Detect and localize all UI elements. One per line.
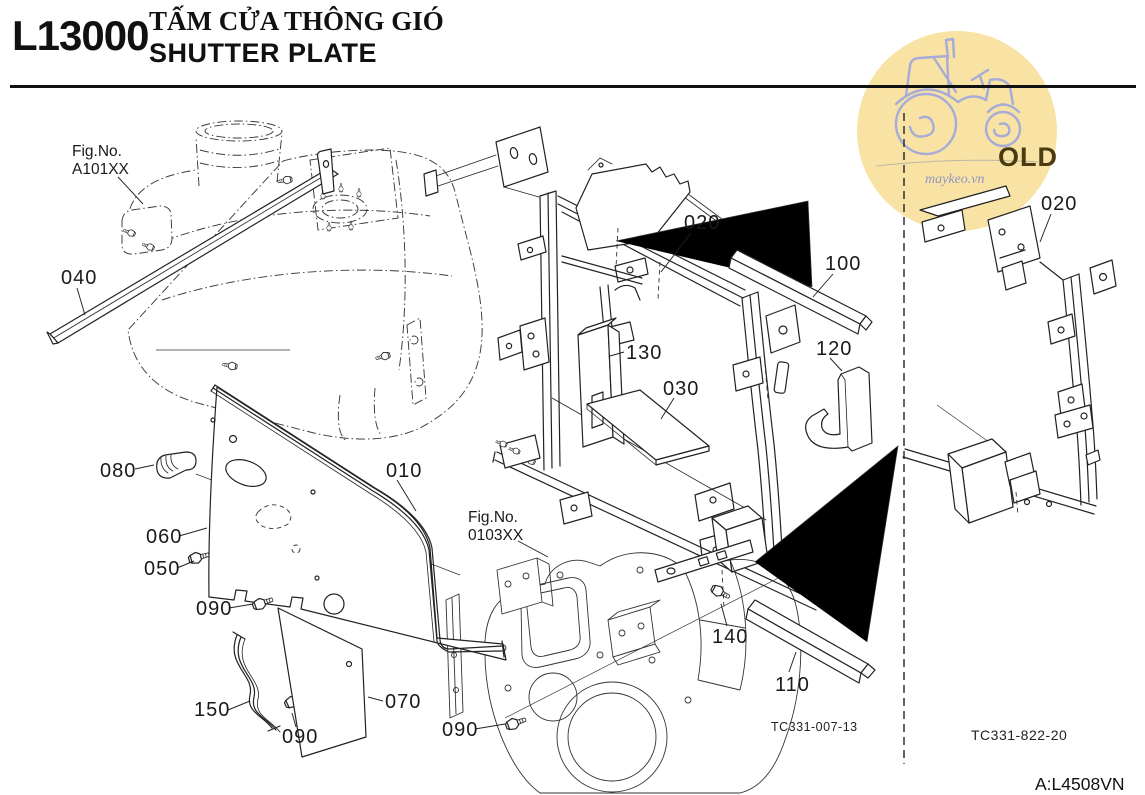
figure-ref-0103xx: Fig.No. 0103XX [468,509,549,558]
part-label-090: 090 [196,598,232,620]
part-label-090: 090 [282,726,318,748]
figure-ref-leader [517,540,549,558]
plate-070 [277,607,367,758]
watermark-old-text: OLD [998,142,1058,172]
drawing-code-right: TC331-822-20 [971,727,1067,743]
leader-line-030 [660,397,675,420]
bar-100 [615,200,873,335]
drawing-code-left: TC331-007-13 [771,720,858,734]
fuel-tank-reference [121,120,483,441]
figure-ref-leader [117,176,144,205]
figure-ref-line1: Fig.No. [468,509,518,526]
page-title-english: SHUTTER PLATE [149,38,377,68]
part-label-150: 150 [194,699,230,721]
leader-line-100 [812,273,834,298]
leader-line-070 [367,696,384,702]
part-label-080: 080 [100,460,136,482]
part-label-050: 050 [144,558,180,580]
hook-120 [805,366,873,452]
header-rule [10,85,1136,88]
leader-line-090 [474,723,506,730]
leader-line-020 [660,232,692,273]
plate-030 [586,389,710,466]
mount-strip-140 [654,539,754,603]
plate-130 [577,317,625,448]
part-label-020: 020 [684,212,720,234]
part-label-120: 120 [816,338,852,360]
shutter-plate-010 [208,386,507,661]
rubber-080 [156,451,197,479]
bolt-140 [708,582,733,603]
section-code: L13000 [12,12,149,59]
part-label-130: 130 [626,342,662,364]
watermark-site-text: maykeo.vn [925,172,984,187]
engine-reference [195,473,873,794]
part-label-010: 010 [386,460,422,482]
part-label-040: 040 [61,267,97,289]
leader-line-130 [609,351,625,357]
leader-line-060 [178,527,208,537]
doc-code: A:L4508VN [1035,774,1125,794]
leader-line-120 [829,357,843,372]
frame-assembly-020 [492,157,819,611]
figure-ref-line1: Fig.No. [72,143,122,160]
figure-ref-line2: A101XX [72,161,130,178]
bar-040 [46,148,339,345]
part-label-100: 100 [825,253,861,275]
part-label-070: 070 [385,691,421,713]
leader-line-020 [1039,213,1052,243]
leader-line-010 [396,479,417,512]
leader-line-040 [76,287,86,316]
frame-corner-bracket [423,126,549,198]
page-title-vietnamese: TẤM CỬA THÔNG GIÓ [149,6,444,36]
old-frame-020 [902,185,1117,524]
part-label-110: 110 [775,674,810,696]
leader-line-150 [227,700,251,711]
leader-line-050 [176,560,195,569]
leader-line-080 [134,464,155,470]
figure-ref-line2: 0103XX [468,527,524,544]
leader-line-090 [291,712,297,728]
leader-line-110 [788,651,797,673]
screw-050 [187,548,212,566]
part-label-030: 030 [663,378,699,400]
part-label-020: 020 [1041,193,1077,215]
leader-line-140 [720,603,728,627]
leader-line-090 [228,603,254,609]
watermark-ground-line [875,159,1039,167]
part-label-140: 140 [712,626,748,648]
part-label-090: 090 [442,719,478,741]
figure-ref-a101xx: Fig.No. A101XX [72,143,144,205]
watermark: OLD maykeo.vn [857,31,1058,231]
strip-150 [232,631,281,733]
bar-110 [745,445,899,684]
trim-060 [210,384,505,658]
part-label-060: 060 [146,526,182,548]
